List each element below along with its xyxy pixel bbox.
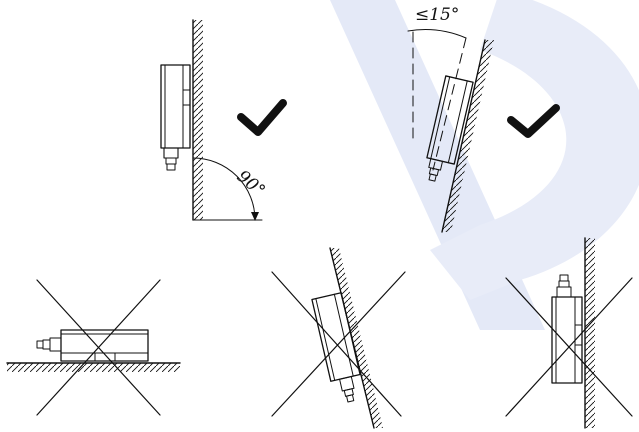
wall-hatch	[442, 40, 494, 232]
check-mark-icon	[237, 99, 287, 136]
cross-mark-icon	[505, 277, 633, 417]
inverter-unit	[311, 292, 361, 403]
inverter-unit	[160, 64, 191, 171]
panel-tilted-forward	[271, 247, 406, 429]
watermark-logo	[330, 0, 639, 330]
cross-mark-icon	[271, 271, 406, 417]
check-mark-icon	[507, 104, 560, 138]
panel-horizontal-on-floor	[6, 279, 181, 416]
wall-hatch	[193, 20, 203, 220]
panel-tilted-back: ≤15°	[407, 5, 560, 233]
inverter-unit	[36, 329, 149, 362]
arrow-head	[251, 212, 259, 221]
tilt-reference	[432, 37, 467, 171]
panel-upside-down	[505, 237, 633, 429]
angle-label-15: ≤15°	[415, 5, 459, 25]
wall-hatch	[585, 238, 595, 428]
inverter-unit	[551, 274, 583, 384]
angle-arc	[192, 157, 256, 221]
angle-label-90: 90°	[233, 167, 269, 202]
wall-hatch	[330, 248, 383, 428]
panel-wall-vertical: 90°	[160, 19, 287, 221]
wall-line	[441, 39, 486, 233]
floor-hatch	[7, 363, 180, 372]
inverter-unit	[426, 75, 474, 182]
cross-mark-icon	[36, 279, 161, 416]
angle-arc	[407, 29, 467, 39]
